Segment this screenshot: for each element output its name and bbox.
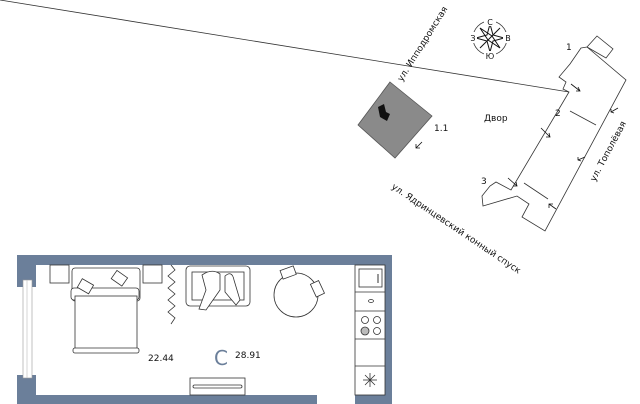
current-building [357, 81, 433, 159]
room-marker: С [214, 346, 228, 370]
section-1-label: 1 [566, 43, 572, 53]
building-number: 1.1 [434, 124, 448, 134]
street-topolevaya: ул. Тополёвая [589, 120, 629, 184]
compass-east: В [505, 34, 511, 43]
entrance-arrows [415, 83, 619, 210]
section-2-label: 2 [555, 109, 561, 119]
partition [167, 264, 176, 325]
window [22, 279, 33, 379]
dining-table [273, 265, 326, 318]
sofa [185, 265, 251, 311]
residential-complex-outline [0, 0, 627, 232]
compass: С Ю З В [468, 17, 512, 61]
street-yadrintsevsky: ул. Ядринцевский конный спуск [389, 182, 522, 277]
total-area: 28.91 [235, 351, 261, 361]
bed [49, 264, 163, 354]
snowflake-icon [363, 373, 377, 387]
room-area: 22.44 [148, 354, 174, 364]
compass-west: З [470, 34, 475, 43]
kitchen [354, 264, 386, 396]
section-3-label: 3 [481, 177, 487, 187]
compass-north: С [487, 18, 493, 27]
courtyard-label: Двор [484, 114, 508, 124]
tv-stand [189, 377, 246, 396]
compass-south: Ю [486, 52, 495, 61]
walls [17, 255, 392, 404]
